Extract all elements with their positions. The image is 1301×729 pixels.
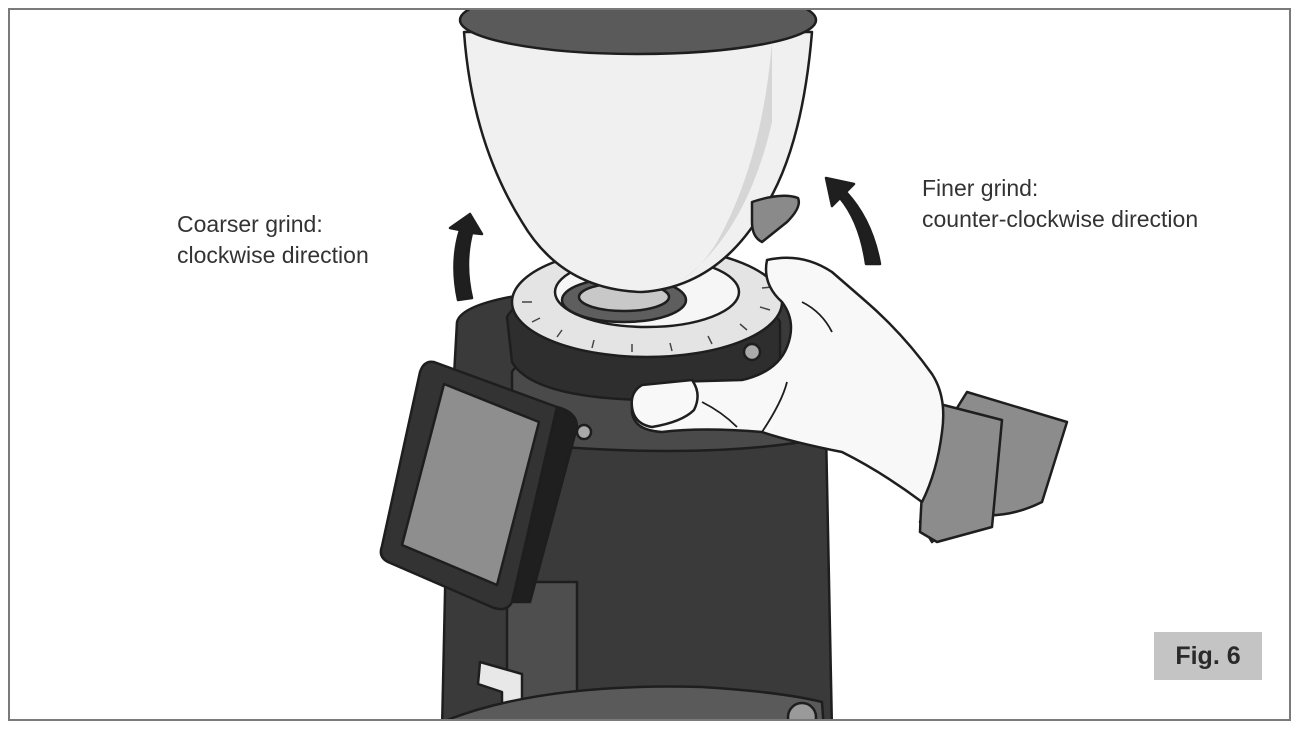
display-screen xyxy=(400,382,541,587)
coarser-grind-title: Coarser grind: xyxy=(177,211,323,237)
hopper-shadow xyxy=(682,42,772,280)
base-ring xyxy=(446,685,825,719)
dial-scale xyxy=(522,286,773,352)
figure-number-badge: Fig. 6 xyxy=(1154,632,1262,680)
hand xyxy=(630,256,945,504)
display-side xyxy=(510,405,579,604)
coarser-grind-direction: clockwise direction xyxy=(177,242,369,268)
dial-lever xyxy=(750,194,801,244)
grinder-illustration xyxy=(379,10,1069,719)
coarser-grind-label: Coarser grind: clockwise direction xyxy=(177,209,369,271)
hopper-rim xyxy=(458,10,818,56)
arrow-clockwise xyxy=(448,212,484,302)
ring-screw xyxy=(742,342,762,362)
finer-grind-title: Finer grind: xyxy=(922,175,1039,201)
thumb xyxy=(630,378,699,429)
finer-grind-direction: counter-clockwise direction xyxy=(922,206,1199,232)
finger-lines xyxy=(701,301,833,433)
arrow-counter-clockwise xyxy=(824,176,882,266)
panel-screw xyxy=(575,423,593,441)
base-knob xyxy=(786,701,818,719)
finer-grind-label: Finer grind: counter-clockwise direction xyxy=(922,173,1198,235)
figure-frame: Coarser grind: clockwise direction Finer… xyxy=(8,8,1291,721)
